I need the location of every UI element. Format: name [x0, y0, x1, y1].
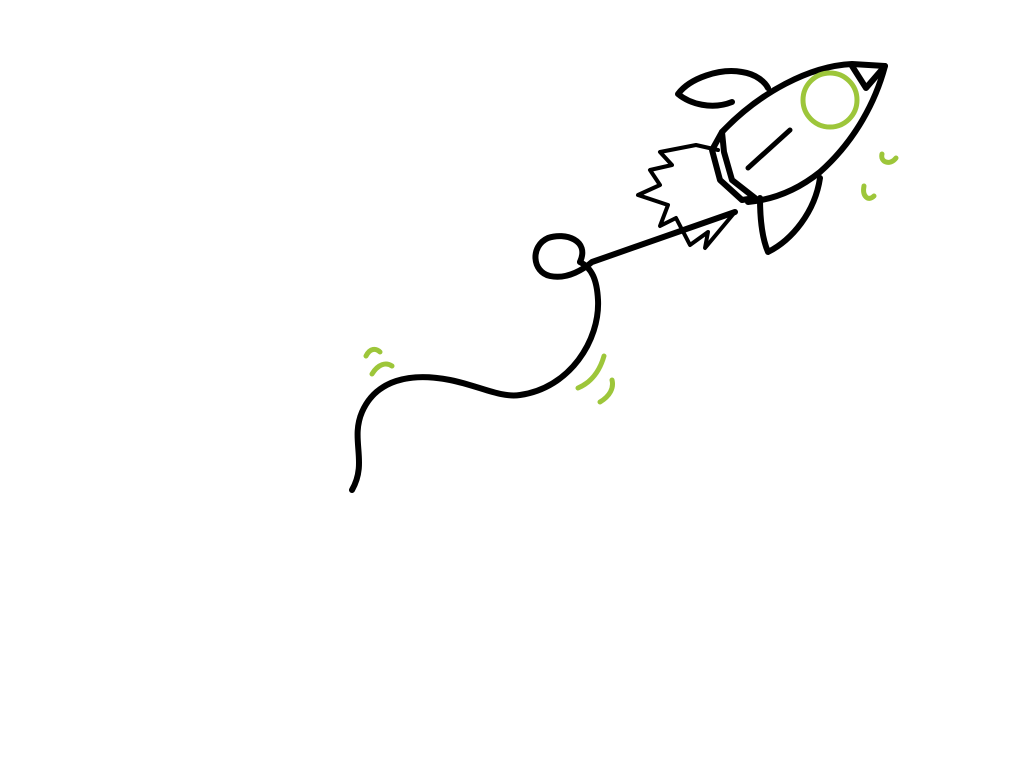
rocket-bottom-fin	[757, 175, 823, 255]
rocket-window-stripe	[745, 127, 793, 171]
rocket-porthole	[800, 70, 860, 130]
motion-marks	[363, 151, 899, 405]
rocket-trail	[349, 209, 738, 493]
motion-mark	[597, 377, 615, 405]
rocket-base	[709, 129, 758, 203]
trail-curve	[349, 259, 602, 493]
motion-mark	[575, 353, 607, 391]
rocket-top-fin	[675, 68, 771, 109]
rocket-icon	[675, 61, 888, 255]
rocket-nose	[849, 63, 888, 91]
rocket-body	[719, 61, 888, 205]
trail-loop	[532, 209, 738, 280]
motion-mark	[861, 183, 877, 201]
motion-mark	[879, 151, 899, 165]
motion-mark	[369, 361, 395, 377]
flame-icon	[636, 143, 737, 250]
motion-mark	[363, 346, 383, 359]
